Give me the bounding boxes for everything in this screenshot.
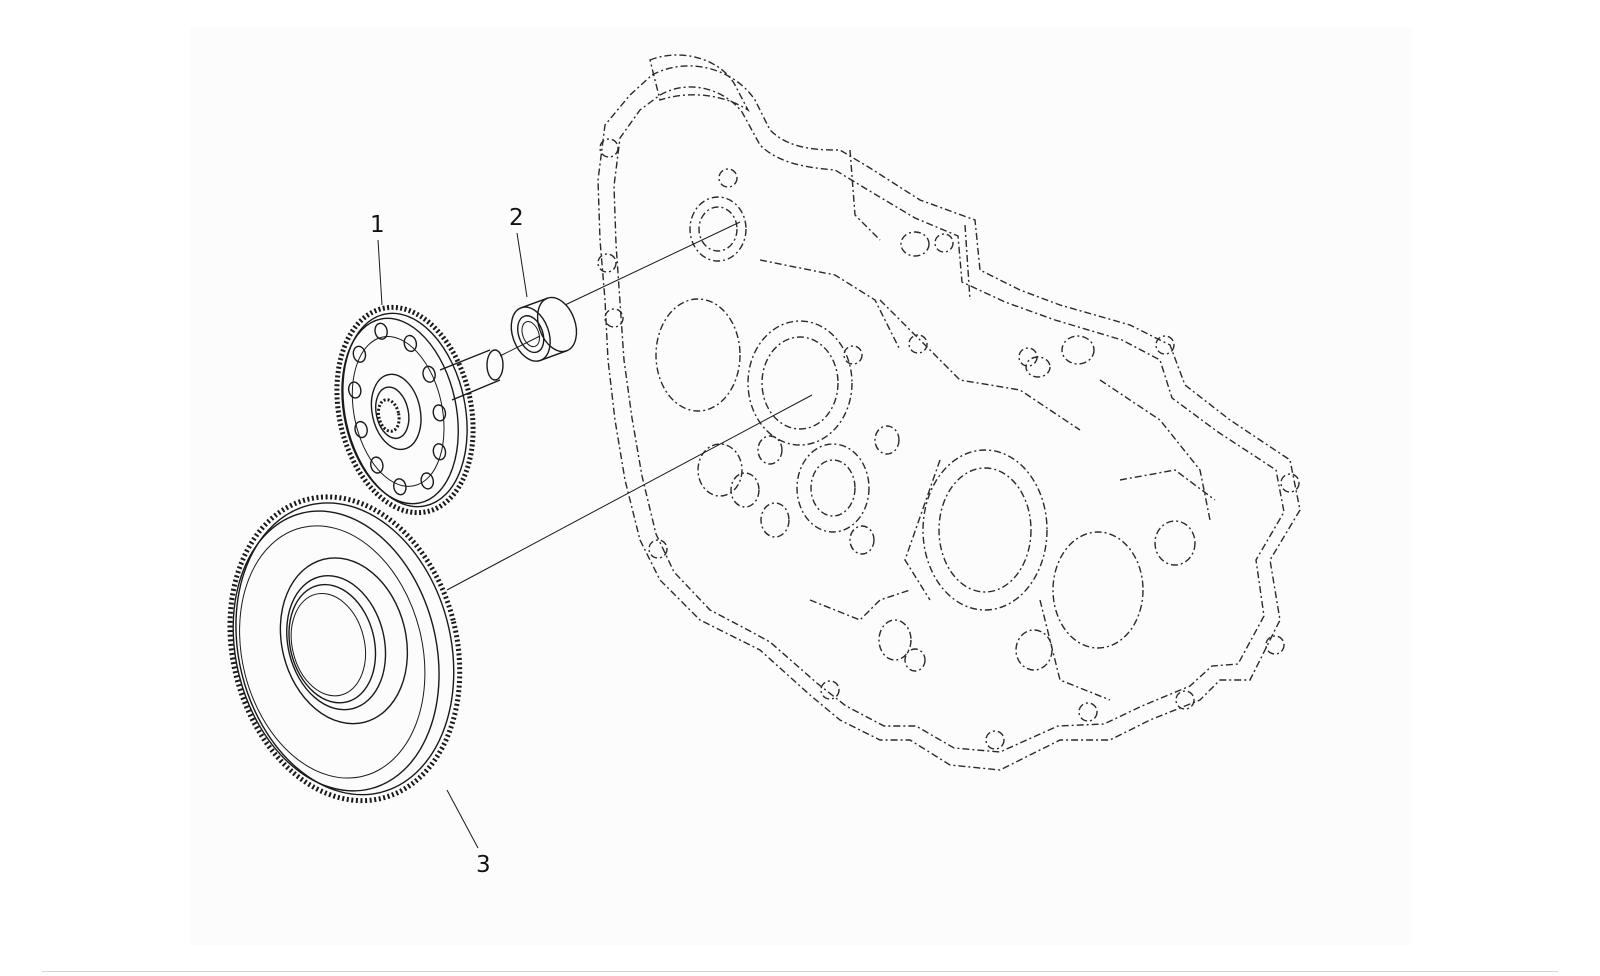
- gear-shaft: [439, 349, 504, 401]
- footer-divider: [42, 971, 1558, 972]
- starter-gear: [227, 494, 463, 804]
- intermediate-gear: [334, 304, 476, 516]
- callout-3: 3: [476, 852, 491, 878]
- assembly-lines: [446, 221, 813, 591]
- bearing: [510, 296, 578, 362]
- callout-leaders: [377, 232, 528, 849]
- callout-1: 1: [370, 212, 385, 238]
- callout-2: 2: [509, 205, 524, 231]
- crankcase-half: [597, 54, 1301, 771]
